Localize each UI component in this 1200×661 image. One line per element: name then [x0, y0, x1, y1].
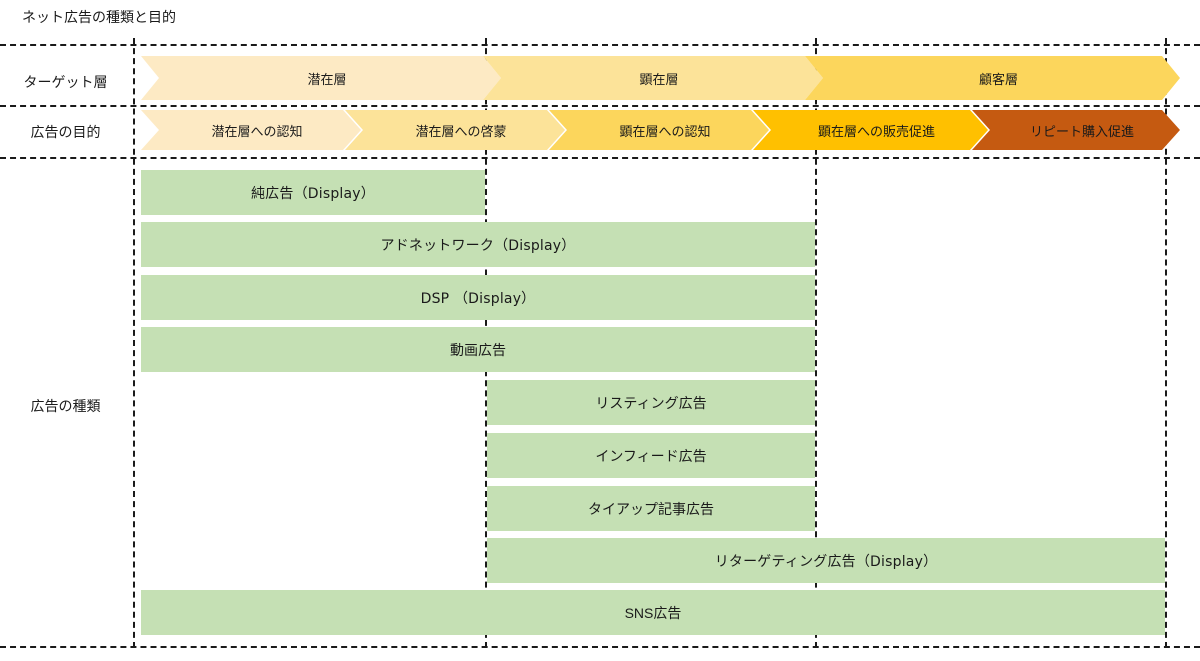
- row-label-ad-purpose: 広告の目的: [30, 124, 101, 140]
- purpose-segment-active-awareness[interactable]: 顕在層への認知: [549, 110, 769, 150]
- ad-type-bar-retargeting-label: リターゲティング広告（Display）: [714, 553, 938, 570]
- row-label-ad-types: 広告の種類: [30, 398, 101, 414]
- hrule-bottom: [0, 646, 1200, 648]
- ad-type-bar-dsp-label: DSP （Display）: [420, 290, 536, 307]
- ad-type-bar-tieup-article-label: タイアップ記事広告: [588, 500, 714, 517]
- purpose-segment-latent-education-label: 潜在層への啓蒙: [415, 123, 507, 139]
- ad-type-bar-retargeting[interactable]: リターゲティング広告（Display）: [487, 538, 1165, 583]
- target-segment-customer[interactable]: 顧客層: [805, 56, 1180, 100]
- purpose-segment-repeat-purchase-label: リピート購入促進: [1029, 123, 1134, 139]
- target-segment-latent-label: 潜在層: [307, 71, 347, 87]
- ad-type-bar-ad-network-label: アドネットワーク（Display）: [380, 237, 576, 254]
- ad-type-bar-ad-network[interactable]: アドネットワーク（Display）: [141, 222, 815, 267]
- ad-type-bar-listing-label: リスティング広告: [595, 394, 707, 411]
- hrule-top: [0, 44, 1200, 46]
- ad-type-bar-infeed-label: インフィード広告: [595, 447, 707, 464]
- target-segment-customer-label: 顧客層: [978, 71, 1018, 87]
- ad-type-bar-pure-display[interactable]: 純広告（Display）: [141, 170, 485, 215]
- purpose-segment-latent-awareness[interactable]: 潜在層への認知: [141, 110, 361, 150]
- ad-type-bar-video[interactable]: 動画広告: [141, 327, 815, 372]
- ad-type-bar-video-label: 動画広告: [450, 341, 506, 358]
- vrule-stage-2: [815, 38, 817, 648]
- ad-type-bar-tieup-article[interactable]: タイアップ記事広告: [487, 486, 815, 531]
- ad-type-bar-sns-label: SNS広告: [624, 604, 682, 621]
- target-segment-latent[interactable]: 潜在層: [141, 56, 501, 100]
- target-segment-active-label: 顕在層: [639, 71, 679, 87]
- hrule-target-purpose: [0, 105, 1200, 107]
- purpose-segment-active-sales-promotion[interactable]: 顕在層への販売促進: [753, 110, 988, 150]
- ad-type-bar-pure-display-label: 純広告（Display）: [250, 185, 375, 202]
- ad-type-bar-dsp[interactable]: DSP （Display）: [141, 275, 815, 320]
- vrule-label-divider: [133, 38, 135, 648]
- purpose-segment-latent-education[interactable]: 潜在層への啓蒙: [345, 110, 565, 150]
- vrule-stage-3: [1165, 38, 1167, 648]
- row-label-target-layer: ターゲット層: [23, 74, 108, 90]
- page-title: ネット広告の種類と目的: [22, 9, 176, 25]
- purpose-segment-active-awareness-label: 顕在層への認知: [619, 123, 711, 139]
- ad-type-bar-listing[interactable]: リスティング広告: [487, 380, 815, 425]
- purpose-segment-latent-awareness-label: 潜在層への認知: [211, 123, 303, 139]
- ad-type-bar-infeed[interactable]: インフィード広告: [487, 433, 815, 478]
- hrule-purpose-types: [0, 157, 1200, 159]
- purpose-segment-repeat-purchase[interactable]: リピート購入促進: [972, 110, 1180, 150]
- ad-type-bar-sns[interactable]: SNS広告: [141, 590, 1165, 635]
- target-segment-active[interactable]: 顕在層: [483, 56, 823, 100]
- purpose-segment-active-sales-promotion-label: 顕在層への販売促進: [817, 123, 935, 139]
